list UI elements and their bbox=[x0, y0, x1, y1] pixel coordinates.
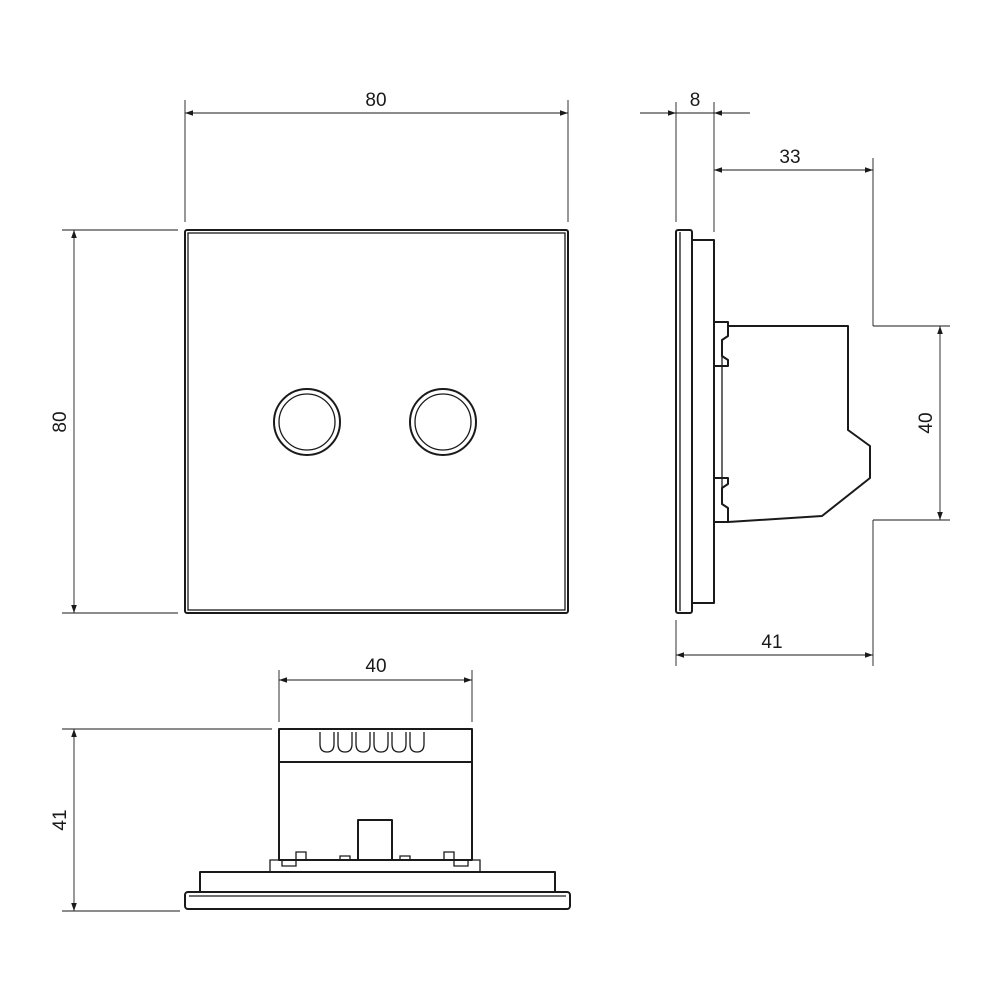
dimension-front-height: 80 bbox=[50, 229, 178, 614]
touch-button-left-inner bbox=[278, 393, 336, 451]
dimension-label: 8 bbox=[690, 90, 701, 111]
bottom-connector bbox=[357, 819, 393, 861]
side-clip-bottom bbox=[714, 477, 729, 523]
dimension-bottom-total-depth: 41 bbox=[50, 728, 272, 912]
dimension-label: 41 bbox=[50, 809, 71, 830]
front-plate bbox=[184, 229, 569, 614]
dimension-label: 41 bbox=[761, 632, 782, 653]
bottom-view: 40 41 bbox=[50, 656, 571, 912]
dimension-side-total-depth: 41 bbox=[675, 620, 873, 666]
front-plate-bevel bbox=[187, 232, 566, 611]
dimension-label: 40 bbox=[916, 412, 937, 433]
touch-button-left bbox=[273, 388, 341, 456]
side-body bbox=[727, 325, 871, 523]
dimension-label: 40 bbox=[365, 656, 386, 677]
dimension-bottom-body-width: 40 bbox=[278, 656, 473, 722]
dimension-side-body-height: 40 bbox=[872, 325, 950, 666]
dimension-front-width: 80 bbox=[184, 90, 569, 222]
dimension-side-plate-thickness: 8 bbox=[640, 90, 750, 232]
touch-button-right-inner bbox=[414, 393, 472, 451]
dimension-label: 80 bbox=[50, 411, 71, 432]
dimension-label: 80 bbox=[365, 90, 386, 111]
dimension-side-body-depth: 33 bbox=[714, 147, 874, 326]
side-frame bbox=[691, 239, 715, 604]
bottom-frame bbox=[199, 871, 556, 893]
front-view: 80 80 bbox=[50, 90, 569, 614]
bottom-clip-row bbox=[269, 851, 481, 872]
side-cover-plate bbox=[675, 229, 693, 614]
dimension-label: 33 bbox=[779, 147, 800, 168]
side-view: 8 33 40 41 bbox=[640, 90, 950, 666]
terminal-slots bbox=[319, 732, 425, 753]
bottom-cover-plate bbox=[184, 891, 571, 910]
side-clip-top bbox=[714, 321, 729, 367]
touch-button-right bbox=[409, 388, 477, 456]
